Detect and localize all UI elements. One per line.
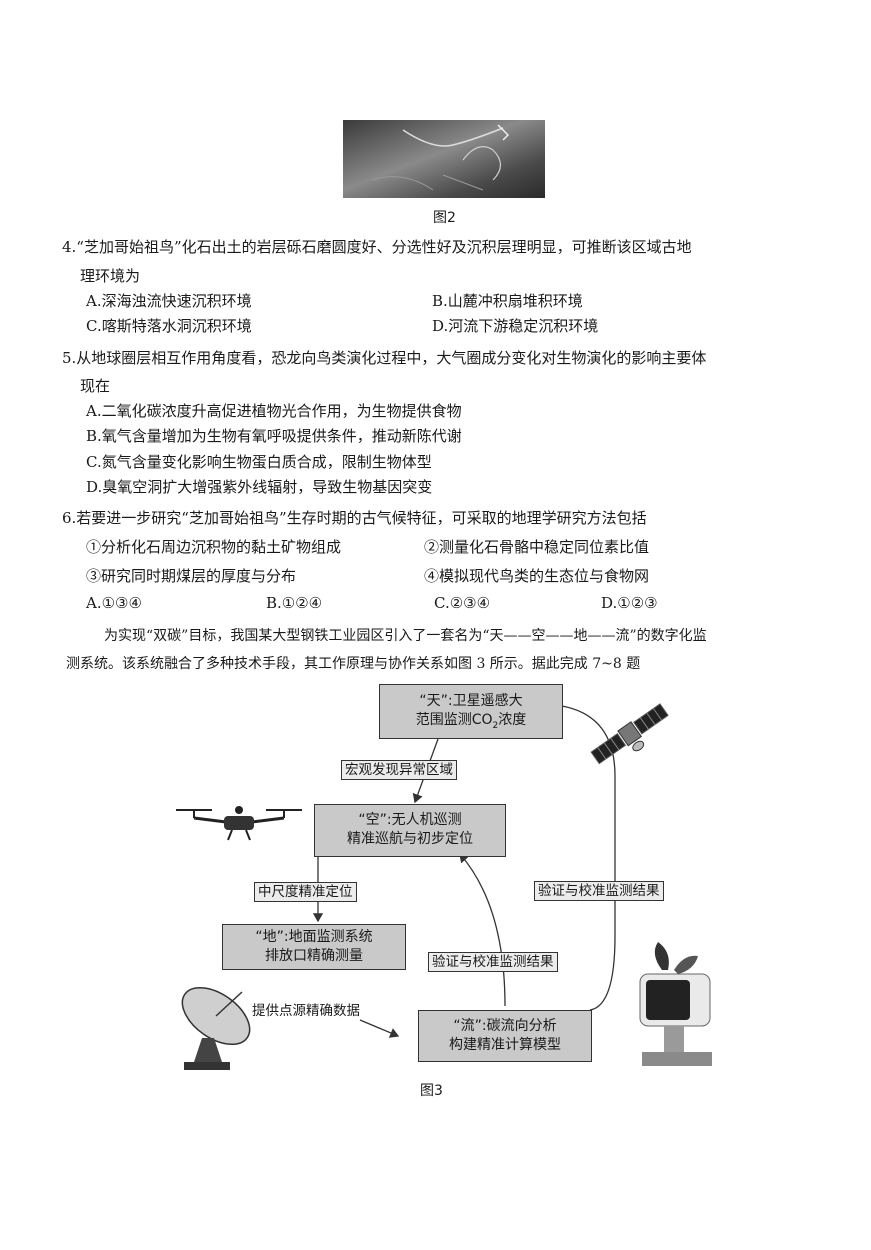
box-liu-line2: 构建精准计算模型 bbox=[449, 1037, 561, 1053]
q6-option-b: B.①②④ bbox=[266, 594, 323, 612]
box-tian-line2-post: 浓度 bbox=[498, 712, 527, 728]
box-tian-line1: “天”:卫星遥感大 bbox=[419, 693, 523, 709]
box-liu-line1: “流”:碳流向分析 bbox=[453, 1018, 557, 1034]
q5-option-c: C.氮气含量变化影响生物蛋白质合成，限制生物体型 bbox=[86, 453, 432, 471]
carbon-sensor-icon bbox=[639, 942, 712, 1066]
box-tian-line2: 范围监测CO2浓度 bbox=[380, 711, 562, 736]
q5-option-b: B.氧气含量增加为生物有氧呼吸提供条件，推动新陈代谢 bbox=[86, 427, 462, 445]
q6-option-c: C.②③④ bbox=[434, 594, 491, 612]
q6-item-2: ②测量化石骨骼中稳定同位素比值 bbox=[424, 538, 650, 556]
q4-stem-line1: 4.“芝加哥始祖鸟”化石出土的岩层砾石磨圆度好、分选性好及沉积层理明显，可推断该… bbox=[62, 238, 692, 256]
intro-line1: 为实现“双碳”目标，我国某大型钢铁工业园区引入了一套名为“天——空——地——流”… bbox=[104, 628, 707, 644]
q4-option-d: D.河流下游稳定沉积环境 bbox=[432, 317, 599, 335]
q6-stem: 6.若要进一步研究“芝加哥始祖鸟”生存时期的古气候特征，可采取的地理学研究方法包… bbox=[62, 509, 647, 527]
label-verify-right: 验证与校准监测结果 bbox=[534, 881, 664, 901]
intro-line2: 测系统。该系统融合了多种技术手段，其工作原理与协作关系如图 3 所示。据此完成 … bbox=[66, 656, 641, 672]
label-mid: 中尺度精准定位 bbox=[254, 882, 357, 902]
radar-dish-icon bbox=[181, 986, 251, 1070]
box-tian: “天”:卫星遥感大 范围监测CO2浓度 bbox=[379, 684, 563, 739]
box-tian-line2-pre: 范围监测CO bbox=[415, 712, 493, 728]
q5-option-a: A.二氧化碳浓度升高促进植物光合作用，为生物提供食物 bbox=[86, 402, 462, 420]
satellite-icon bbox=[590, 703, 669, 765]
figure2-caption: 图2 bbox=[433, 210, 456, 226]
q6-item-1: ①分析化石周边沉积物的黏土矿物组成 bbox=[86, 538, 342, 556]
drone-icon bbox=[176, 806, 302, 841]
figure3-caption: 图3 bbox=[420, 1083, 443, 1099]
q6-item-3: ③研究同时期煤层的厚度与分布 bbox=[86, 567, 297, 585]
fossil-photo bbox=[343, 120, 545, 198]
box-kong-line2: 精准巡航与初步定位 bbox=[347, 831, 473, 847]
box-di: “地”:地面监测系统 排放口精确测量 bbox=[222, 924, 406, 970]
q4-option-b: B.山麓冲积扇堆积环境 bbox=[432, 292, 583, 310]
q6-option-a: A.①③④ bbox=[86, 594, 142, 612]
q4-option-a: A.深海浊流快速沉积环境 bbox=[86, 292, 252, 310]
diagram-arrows bbox=[312, 705, 616, 1038]
figure3-diagram: “天”:卫星遥感大 范围监测CO2浓度 “空”:无人机巡测 精准巡航与初步定位 … bbox=[170, 676, 730, 1096]
q5-stem-line2: 现在 bbox=[80, 377, 111, 395]
q5-option-d: D.臭氧空洞扩大增强紫外线辐射，导致生物基因突变 bbox=[86, 478, 433, 496]
label-point: 提供点源精确数据 bbox=[252, 1003, 360, 1019]
box-di-line2: 排放口精确测量 bbox=[265, 948, 363, 964]
box-kong: “空”:无人机巡测 精准巡航与初步定位 bbox=[314, 804, 506, 857]
box-liu: “流”:碳流向分析 构建精准计算模型 bbox=[418, 1010, 592, 1062]
q6-item-4: ④模拟现代鸟类的生态位与食物网 bbox=[424, 567, 650, 585]
label-verify-mid: 验证与校准监测结果 bbox=[428, 952, 558, 972]
q4-option-c: C.喀斯特落水洞沉积环境 bbox=[86, 317, 252, 335]
q6-option-d: D.①②③ bbox=[601, 594, 658, 612]
q4-stem-line2: 理环境为 bbox=[80, 267, 141, 285]
box-tian-line2-sub: 2 bbox=[492, 720, 499, 731]
box-di-line1: “地”:地面监测系统 bbox=[255, 929, 373, 945]
box-kong-line1: “空”:无人机巡测 bbox=[358, 812, 462, 828]
q5-stem-line1: 5.从地球圈层相互作用角度看，恐龙向鸟类演化过程中，大气圈成分变化对生物演化的影… bbox=[62, 349, 707, 367]
label-macro: 宏观发现异常区域 bbox=[341, 760, 457, 780]
